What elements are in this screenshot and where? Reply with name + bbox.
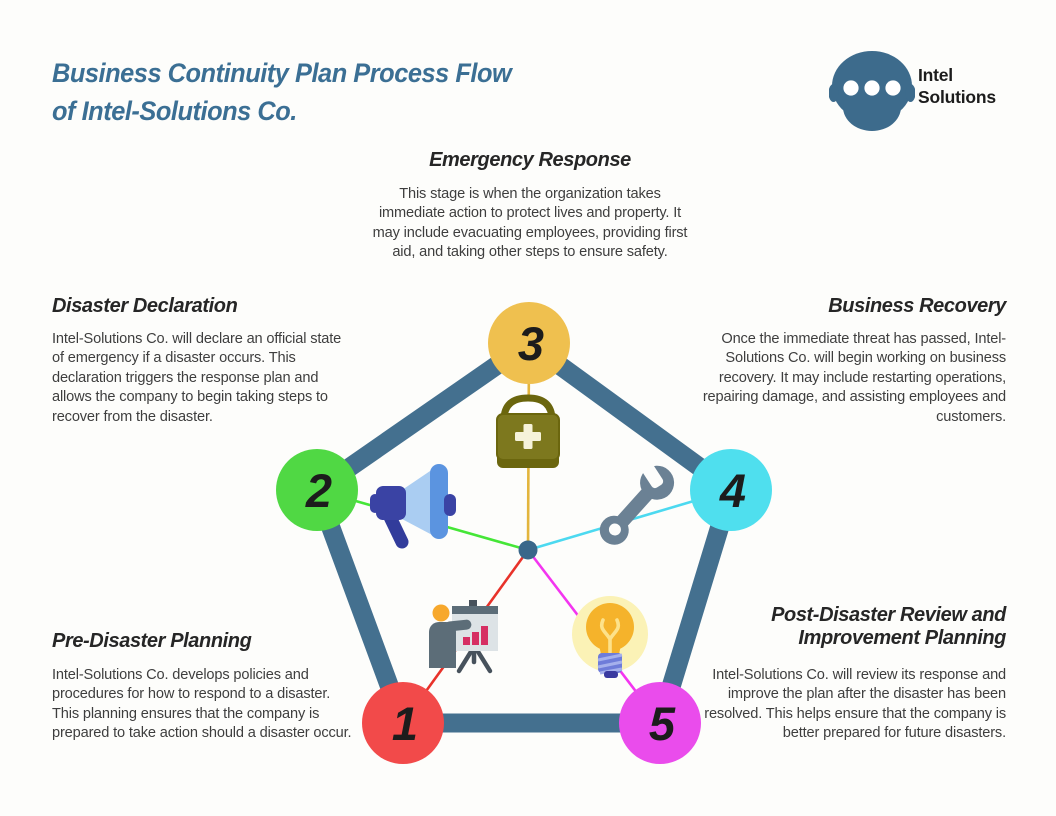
page-title: Business Continuity Plan Process Flow of… [52, 54, 652, 130]
pentagon-outline [307, 333, 741, 733]
step-circle-3 [488, 302, 570, 384]
lightbulb-icon [572, 596, 648, 678]
step-number-2: 2 [305, 464, 332, 517]
heading-business-recovery: Business Recovery [828, 295, 1006, 317]
wrench-icon [599, 460, 675, 545]
step-number-1: 1 [392, 697, 418, 750]
heading-disaster-declaration: Disaster Declaration [52, 295, 238, 317]
heading-pre-disaster-planning: Pre-Disaster Planning [52, 630, 252, 652]
step-circle-1 [362, 682, 444, 764]
page-title-line1: Business Continuity Plan Process Flow [52, 58, 512, 88]
step-number-3: 3 [518, 317, 544, 370]
body-disaster-declaration: Intel-Solutions Co. will declare an offi… [52, 331, 342, 425]
step-circle-5 [619, 682, 701, 764]
company-logo-icon [829, 50, 915, 134]
body-post-disaster-review: Intel-Solutions Co. will review its resp… [704, 667, 1006, 742]
body-business-recovery: Once the immediate threat has passed, In… [702, 331, 1006, 425]
heading-post-disaster-review: Post-Disaster Review and Improvement Pla… [666, 604, 1006, 650]
body-pre-disaster-planning: Intel-Solutions Co. develops policies an… [52, 667, 352, 742]
step-circle-2 [276, 449, 358, 531]
company-logo-name: Intel Solutions [918, 64, 996, 108]
logo-name-line1: Intel [918, 65, 953, 85]
body-emergency-response: This stage is when the organization take… [372, 186, 688, 261]
first-aid-kit-icon [496, 394, 560, 468]
step-number-4: 4 [719, 464, 746, 517]
step-circle-4 [690, 449, 772, 531]
heading-post-line2: Improvement Planning [798, 627, 1006, 649]
hub-node [518, 540, 538, 560]
step-number-5: 5 [649, 697, 676, 750]
megaphone-icon [370, 464, 456, 549]
page-title-line2: of Intel-Solutions Co. [52, 96, 297, 126]
heading-post-line1: Post-Disaster Review and [771, 604, 1006, 626]
presentation-icon [429, 600, 498, 674]
logo-name-line2: Solutions [918, 87, 996, 107]
heading-emergency-response: Emergency Response [429, 149, 631, 171]
